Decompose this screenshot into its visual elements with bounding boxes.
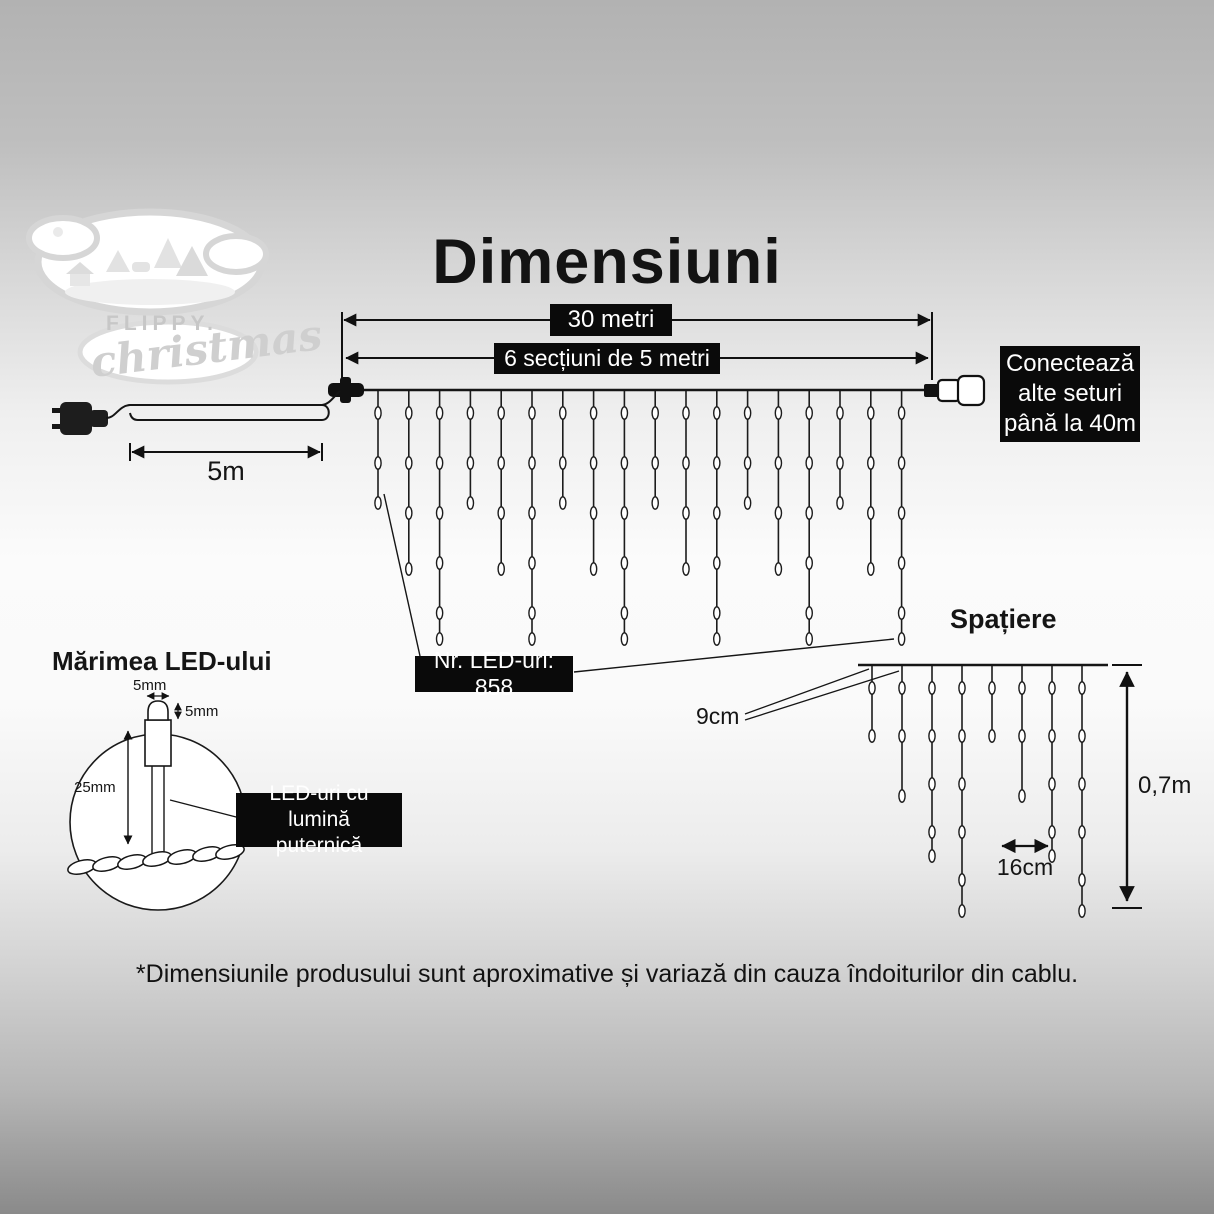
connect-note-badge: Conectează alte seturi până la 40m bbox=[1000, 346, 1140, 442]
led-size-heading: Mărimea LED-ului bbox=[52, 646, 272, 676]
tree-icon bbox=[176, 246, 208, 276]
logo-illustration bbox=[26, 208, 269, 385]
height-arrow bbox=[1112, 664, 1142, 909]
size-arrows bbox=[123, 692, 182, 845]
total-length-badge: 30 metri bbox=[550, 304, 672, 336]
page-title: Dimensiuni bbox=[432, 227, 782, 297]
moon-icon bbox=[53, 227, 63, 237]
coiled-cable bbox=[105, 390, 341, 421]
connect-line-2: alte seturi bbox=[1017, 380, 1123, 407]
deer-icon bbox=[132, 262, 150, 272]
plug-icon bbox=[52, 402, 108, 435]
tree-icon bbox=[154, 238, 182, 268]
led-note-line-1: LED-uri cu lumină bbox=[269, 782, 369, 831]
connect-line-3: până la 40m bbox=[1003, 410, 1137, 437]
twisted-wire bbox=[67, 844, 245, 875]
tree-icon bbox=[106, 250, 130, 272]
bulb-gap-label: 16cm bbox=[996, 854, 1054, 880]
led-count-badge: Nr. LED-uri: 858 bbox=[415, 647, 573, 700]
lead-dimension bbox=[129, 443, 323, 461]
cap-height-label: 5mm bbox=[185, 703, 219, 720]
lead-length-label: 5m bbox=[207, 456, 245, 486]
gap-pointer-lines bbox=[744, 668, 900, 721]
led-note-badge: LED-uri cu lumină puternică bbox=[236, 782, 402, 857]
led-bulb-illustration bbox=[144, 700, 172, 856]
gap-label: 9cm bbox=[696, 703, 740, 729]
led-count-pointer-lines bbox=[383, 493, 895, 673]
spacing-curtain bbox=[868, 666, 1086, 918]
sections-badge: 6 secțiuni de 5 metri bbox=[494, 343, 720, 374]
house-icon bbox=[70, 272, 90, 286]
end-connector bbox=[924, 374, 986, 407]
body-length-label: 25mm bbox=[74, 779, 116, 796]
footnote: *Dimensiunile produsului sunt aproximati… bbox=[135, 960, 1079, 988]
cap-width-label: 5mm bbox=[133, 677, 167, 694]
height-label: 0,7m bbox=[1138, 772, 1192, 799]
house-roof-icon bbox=[66, 262, 94, 274]
led-note-line-2: puternică bbox=[275, 834, 363, 857]
note-pointer-line bbox=[169, 799, 241, 819]
brand-name: FLIPPY. bbox=[106, 312, 219, 335]
connect-line-1: Conectează bbox=[1005, 350, 1135, 377]
main-curtain bbox=[374, 391, 906, 646]
spacing-heading: Spațiere bbox=[950, 604, 1057, 634]
